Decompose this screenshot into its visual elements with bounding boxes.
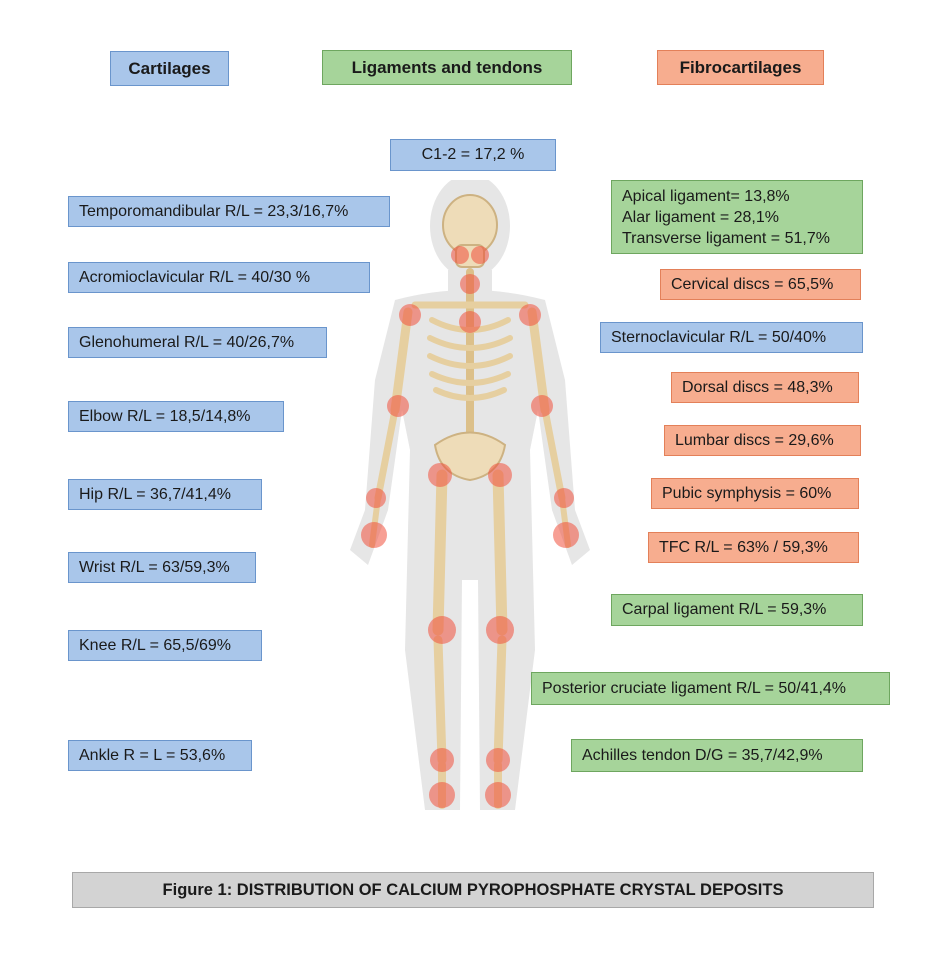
label-posterior-cruciate: Posterior cruciate ligament R/L = 50/41,… [531, 672, 890, 705]
label-c1-2: C1-2 = 17,2 % [390, 139, 556, 171]
label-glenohumeral: Glenohumeral R/L = 40/26,7% [68, 327, 327, 358]
label-c1-2-ligaments: Apical ligament= 13,8% Alar ligament = 2… [611, 180, 863, 254]
header-cartilages: Cartilages [110, 51, 229, 86]
label-carpal-ligament: Carpal ligament R/L = 59,3% [611, 594, 863, 626]
label-apical-ligament: Apical ligament= 13,8% [622, 187, 790, 205]
figure-caption: Figure 1: DISTRIBUTION OF CALCIUM PYROPH… [72, 872, 874, 908]
label-acromioclavicular: Acromioclavicular R/L = 40/30 % [68, 262, 370, 293]
skeleton-illustration [350, 180, 590, 810]
label-dorsal-discs: Dorsal discs = 48,3% [671, 372, 859, 403]
label-knee: Knee R/L = 65,5/69% [68, 630, 262, 661]
label-ankle: Ankle R = L = 53,6% [68, 740, 252, 771]
label-cervical-discs: Cervical discs = 65,5% [660, 269, 861, 300]
header-ligaments-tendons: Ligaments and tendons [322, 50, 572, 85]
label-temporomandibular: Temporomandibular R/L = 23,3/16,7% [68, 196, 390, 227]
label-alar-ligament: Alar ligament = 28,1% [622, 208, 779, 226]
label-lumbar-discs: Lumbar discs = 29,6% [664, 425, 861, 456]
label-pubic-symphysis: Pubic symphysis = 60% [651, 478, 859, 509]
label-wrist: Wrist R/L = 63/59,3% [68, 552, 256, 583]
label-transverse-ligament: Transverse ligament = 51,7% [622, 229, 830, 247]
label-sternoclavicular: Sternoclavicular R/L = 50/40% [600, 322, 863, 353]
label-elbow: Elbow R/L = 18,5/14,8% [68, 401, 284, 432]
deposit-markers [361, 246, 579, 808]
label-tfc: TFC R/L = 63% / 59,3% [648, 532, 859, 563]
header-fibrocartilages: Fibrocartilages [657, 50, 824, 85]
label-achilles-tendon: Achilles tendon D/G = 35,7/42,9% [571, 739, 863, 772]
label-hip: Hip R/L = 36,7/41,4% [68, 479, 262, 510]
